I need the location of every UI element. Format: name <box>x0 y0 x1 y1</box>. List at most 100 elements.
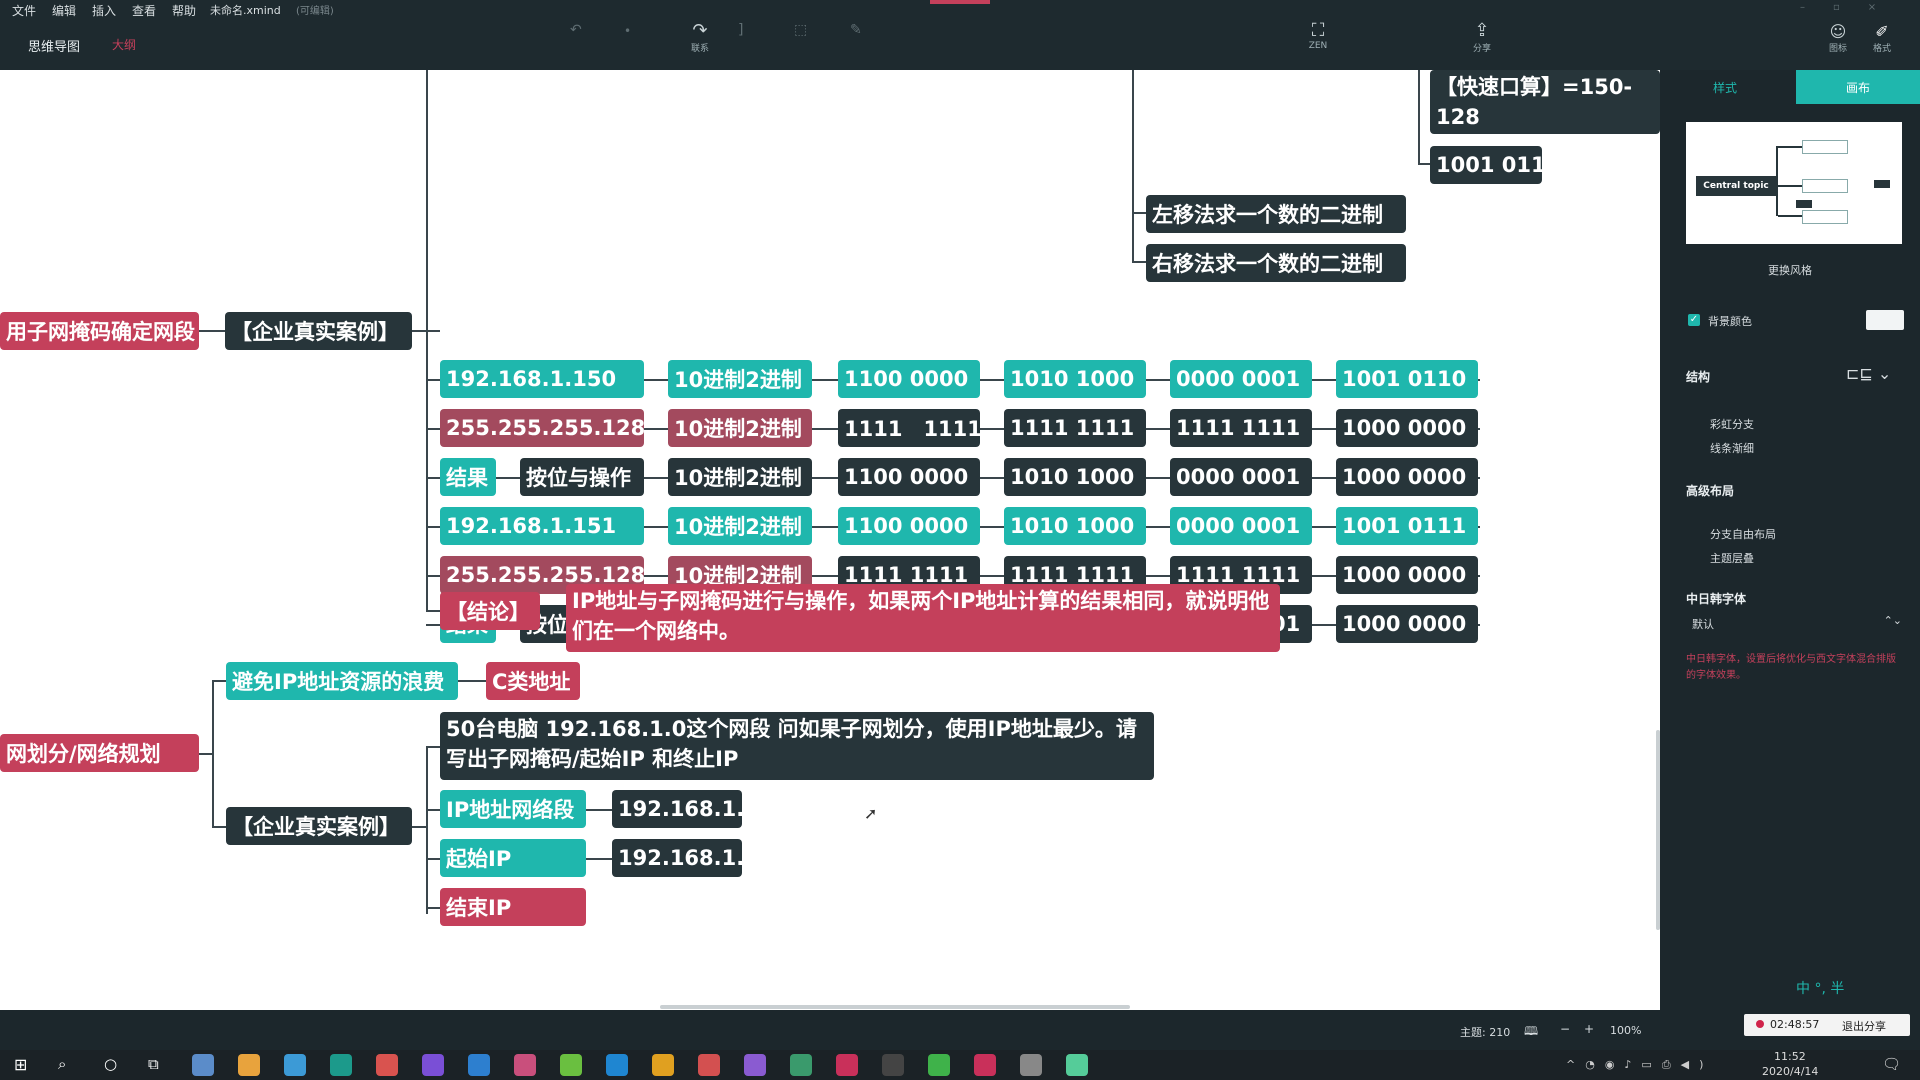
rainbow-branch-option[interactable]: 彩虹分支 <box>1710 418 1754 431</box>
subnet-mask-branch-node[interactable]: 用子网掩码确定网段 <box>0 312 199 350</box>
windows-start-icon[interactable]: ⊞ <box>14 1055 28 1074</box>
octet-binary-node[interactable]: 1010 1000 <box>1004 360 1146 398</box>
octet-binary-node[interactable]: 1010 1000 <box>1004 507 1146 545</box>
octet-binary-node[interactable]: 1000 0000 <box>1336 458 1478 496</box>
octet-binary-node[interactable]: 1001 0110 <box>1336 360 1478 398</box>
note-icon[interactable]: ✎ <box>850 22 862 38</box>
octet-binary-node[interactable]: 1000 0000 <box>1336 409 1478 447</box>
system-tray-icons[interactable]: ^◔◉♪▭⎙◀) <box>1566 1058 1714 1071</box>
change-style-link[interactable]: 更换风格 <box>1768 264 1812 277</box>
free-layout-option[interactable]: 分支自由布局 <box>1710 528 1776 541</box>
zoom-in-button[interactable]: + <box>1584 1022 1595 1036</box>
taskbar-app-icon[interactable] <box>928 1054 950 1076</box>
quick-calc-node[interactable]: 【快速口算】=150-12822-16=6-4=2-2=0 <box>1430 70 1660 159</box>
icon-panel-button[interactable]: ☺ 图标 <box>1818 22 1858 54</box>
octet-binary-node[interactable]: 0000 0001 <box>1170 360 1312 398</box>
conclusion-tag-node[interactable]: 【结论】 <box>440 592 540 630</box>
dot-icon[interactable]: • <box>624 24 632 38</box>
tab-mindmap[interactable]: 思维导图 <box>28 40 81 55</box>
tab-canvas[interactable]: 画布 <box>1796 70 1920 104</box>
connect-button[interactable]: ↷ 联系 <box>680 20 720 54</box>
taskbar-app-icon[interactable] <box>376 1054 398 1076</box>
menu-insert[interactable]: 插入 <box>92 4 117 18</box>
notification-icon[interactable]: 🗨 <box>1882 1055 1902 1073</box>
taskbar-app-icon[interactable] <box>882 1054 904 1076</box>
menu-help[interactable]: 帮助 <box>172 4 197 18</box>
octet-binary-node[interactable]: 0000 0001 <box>1170 458 1312 496</box>
taskbar-app-icon[interactable] <box>606 1054 628 1076</box>
right-shift-node[interactable]: 右移法求一个数的二进制 <box>1146 244 1406 282</box>
structure-icon[interactable]: ⊏⊑ ⌄ <box>1846 364 1892 383</box>
format-panel-button[interactable]: ✐ 格式 <box>1862 22 1902 54</box>
result-node[interactable]: 结果 <box>440 458 496 496</box>
menu-edit[interactable]: 编辑 <box>52 4 77 18</box>
avoid-waste-node[interactable]: 避免IP地址资源的浪费 <box>226 662 458 700</box>
topic-overlap-option[interactable]: 主题层叠 <box>1710 552 1754 565</box>
ime-indicator[interactable]: 中 °, 半 <box>1796 981 1845 997</box>
conversion-node[interactable]: 10进制2进制 <box>668 458 812 496</box>
taskbar-app-icon[interactable] <box>514 1054 536 1076</box>
recording-widget[interactable]: 02:48:57 退出分享 <box>1744 1014 1910 1036</box>
taskbar-app-icon[interactable] <box>560 1054 582 1076</box>
boundary-icon[interactable]: ⬚ <box>794 22 808 38</box>
ip-address-node[interactable]: 192.168.1.150 <box>440 360 644 398</box>
tab-outline[interactable]: 大纲 <box>112 38 137 52</box>
octet-binary-node[interactable]: 1001 0111 <box>1336 507 1478 545</box>
subnet-plan-branch-node[interactable]: 网划分/网络规划 <box>0 734 199 772</box>
menu-view[interactable]: 查看 <box>132 4 157 18</box>
taskbar-app-icon[interactable] <box>1066 1054 1088 1076</box>
class-c-node[interactable]: C类地址 <box>486 662 580 700</box>
taskbar-app-icon[interactable] <box>238 1054 260 1076</box>
mindmap-canvas[interactable]: 【快速口算】=150-12822-16=6-4=2-2=0 1001 0110 … <box>0 70 1660 1010</box>
cjk-font-select[interactable]: 默认 ⌃⌄ <box>1686 612 1906 634</box>
octet-binary-node[interactable]: 1000 0000 <box>1336 556 1478 594</box>
conversion-node[interactable]: 10进制2进制 <box>668 360 812 398</box>
left-shift-node[interactable]: 左移法求一个数的二进制 <box>1146 195 1406 233</box>
taskbar-app-icon[interactable] <box>468 1054 490 1076</box>
taskbar-app-icon[interactable] <box>284 1054 306 1076</box>
search-icon[interactable]: ⌕ <box>58 1055 67 1073</box>
tab-style[interactable]: 样式 <box>1660 70 1790 104</box>
start-ip-value-node[interactable]: 192.168.1.1 <box>612 839 759 877</box>
stop-share-button[interactable]: 退出分享 <box>1842 1020 1886 1033</box>
ip-segment-label-node[interactable]: IP地址网络段 <box>440 790 586 828</box>
octet-binary-node[interactable]: 1010 1000 <box>1004 458 1146 496</box>
enterprise-case-node-1[interactable]: 【企业真实案例】 <box>225 312 412 350</box>
bitwise-and-node[interactable]: 按位与操作 <box>520 458 644 496</box>
ip-segment-value-node[interactable]: 192.168.1.0 <box>612 790 759 828</box>
subnet-mask-node[interactable]: 255.255.255.128 <box>440 409 645 447</box>
taskbar-app-icon[interactable] <box>698 1054 720 1076</box>
ip-address-node[interactable]: 192.168.1.151 <box>440 507 644 545</box>
subnet-mask-node[interactable]: 255.255.255.128 <box>440 556 645 594</box>
cortana-icon[interactable]: ○ <box>104 1055 118 1073</box>
outline-toggle-icon[interactable]: 🕮 <box>1524 1024 1539 1038</box>
taskbar-app-icon[interactable] <box>422 1054 444 1076</box>
task-view-icon[interactable]: ⧉ <box>148 1055 159 1073</box>
binary-result-node[interactable]: 1001 0110 <box>1430 146 1560 184</box>
taskbar-app-icon[interactable] <box>652 1054 674 1076</box>
octet-binary-node[interactable]: 1000 0000 <box>1336 605 1478 643</box>
enterprise-case-node-2[interactable]: 【企业真实案例】 <box>226 807 412 845</box>
start-ip-label-node[interactable]: 起始IP <box>440 839 586 877</box>
taskbar-app-icon[interactable] <box>744 1054 766 1076</box>
menu-file[interactable]: 文件 <box>12 4 37 18</box>
octet-binary-node[interactable]: 1100 0000 <box>838 360 980 398</box>
theme-thumbnail[interactable]: Central topic <box>1686 122 1902 244</box>
vertical-scrollbar[interactable] <box>1656 730 1660 930</box>
conclusion-text-node[interactable]: IP地址与子网掩码进行与操作，如果两个IP地址计算的结果相同，就说明他们在一个网… <box>566 584 1280 652</box>
conversion-node[interactable]: 10进制2进制 <box>668 507 812 545</box>
octet-binary-node[interactable]: 0000 0001 <box>1170 507 1312 545</box>
taskbar-app-icon[interactable] <box>790 1054 812 1076</box>
question-node[interactable]: 50台电脑 192.168.1.0这个网段 问如果子网划分，使用IP地址最少。请… <box>440 712 1154 780</box>
octet-binary-node[interactable]: 1111 1111 <box>1004 409 1146 447</box>
zoom-out-button[interactable]: − <box>1560 1022 1571 1036</box>
taskbar-app-icon[interactable] <box>192 1054 214 1076</box>
bg-color-checkbox[interactable]: ✓ <box>1688 314 1700 326</box>
taskbar-app-icon[interactable] <box>1020 1054 1042 1076</box>
horizontal-scrollbar[interactable] <box>660 1005 1130 1009</box>
window-controls[interactable]: –▫× <box>1800 2 1905 13</box>
zen-button[interactable]: ⛶ ZEN <box>1298 20 1338 51</box>
taskbar-app-icon[interactable] <box>836 1054 858 1076</box>
octet-binary-node[interactable]: 1100 0000 <box>838 507 980 545</box>
octet-binary-node[interactable]: 1111 1111 <box>838 409 982 447</box>
